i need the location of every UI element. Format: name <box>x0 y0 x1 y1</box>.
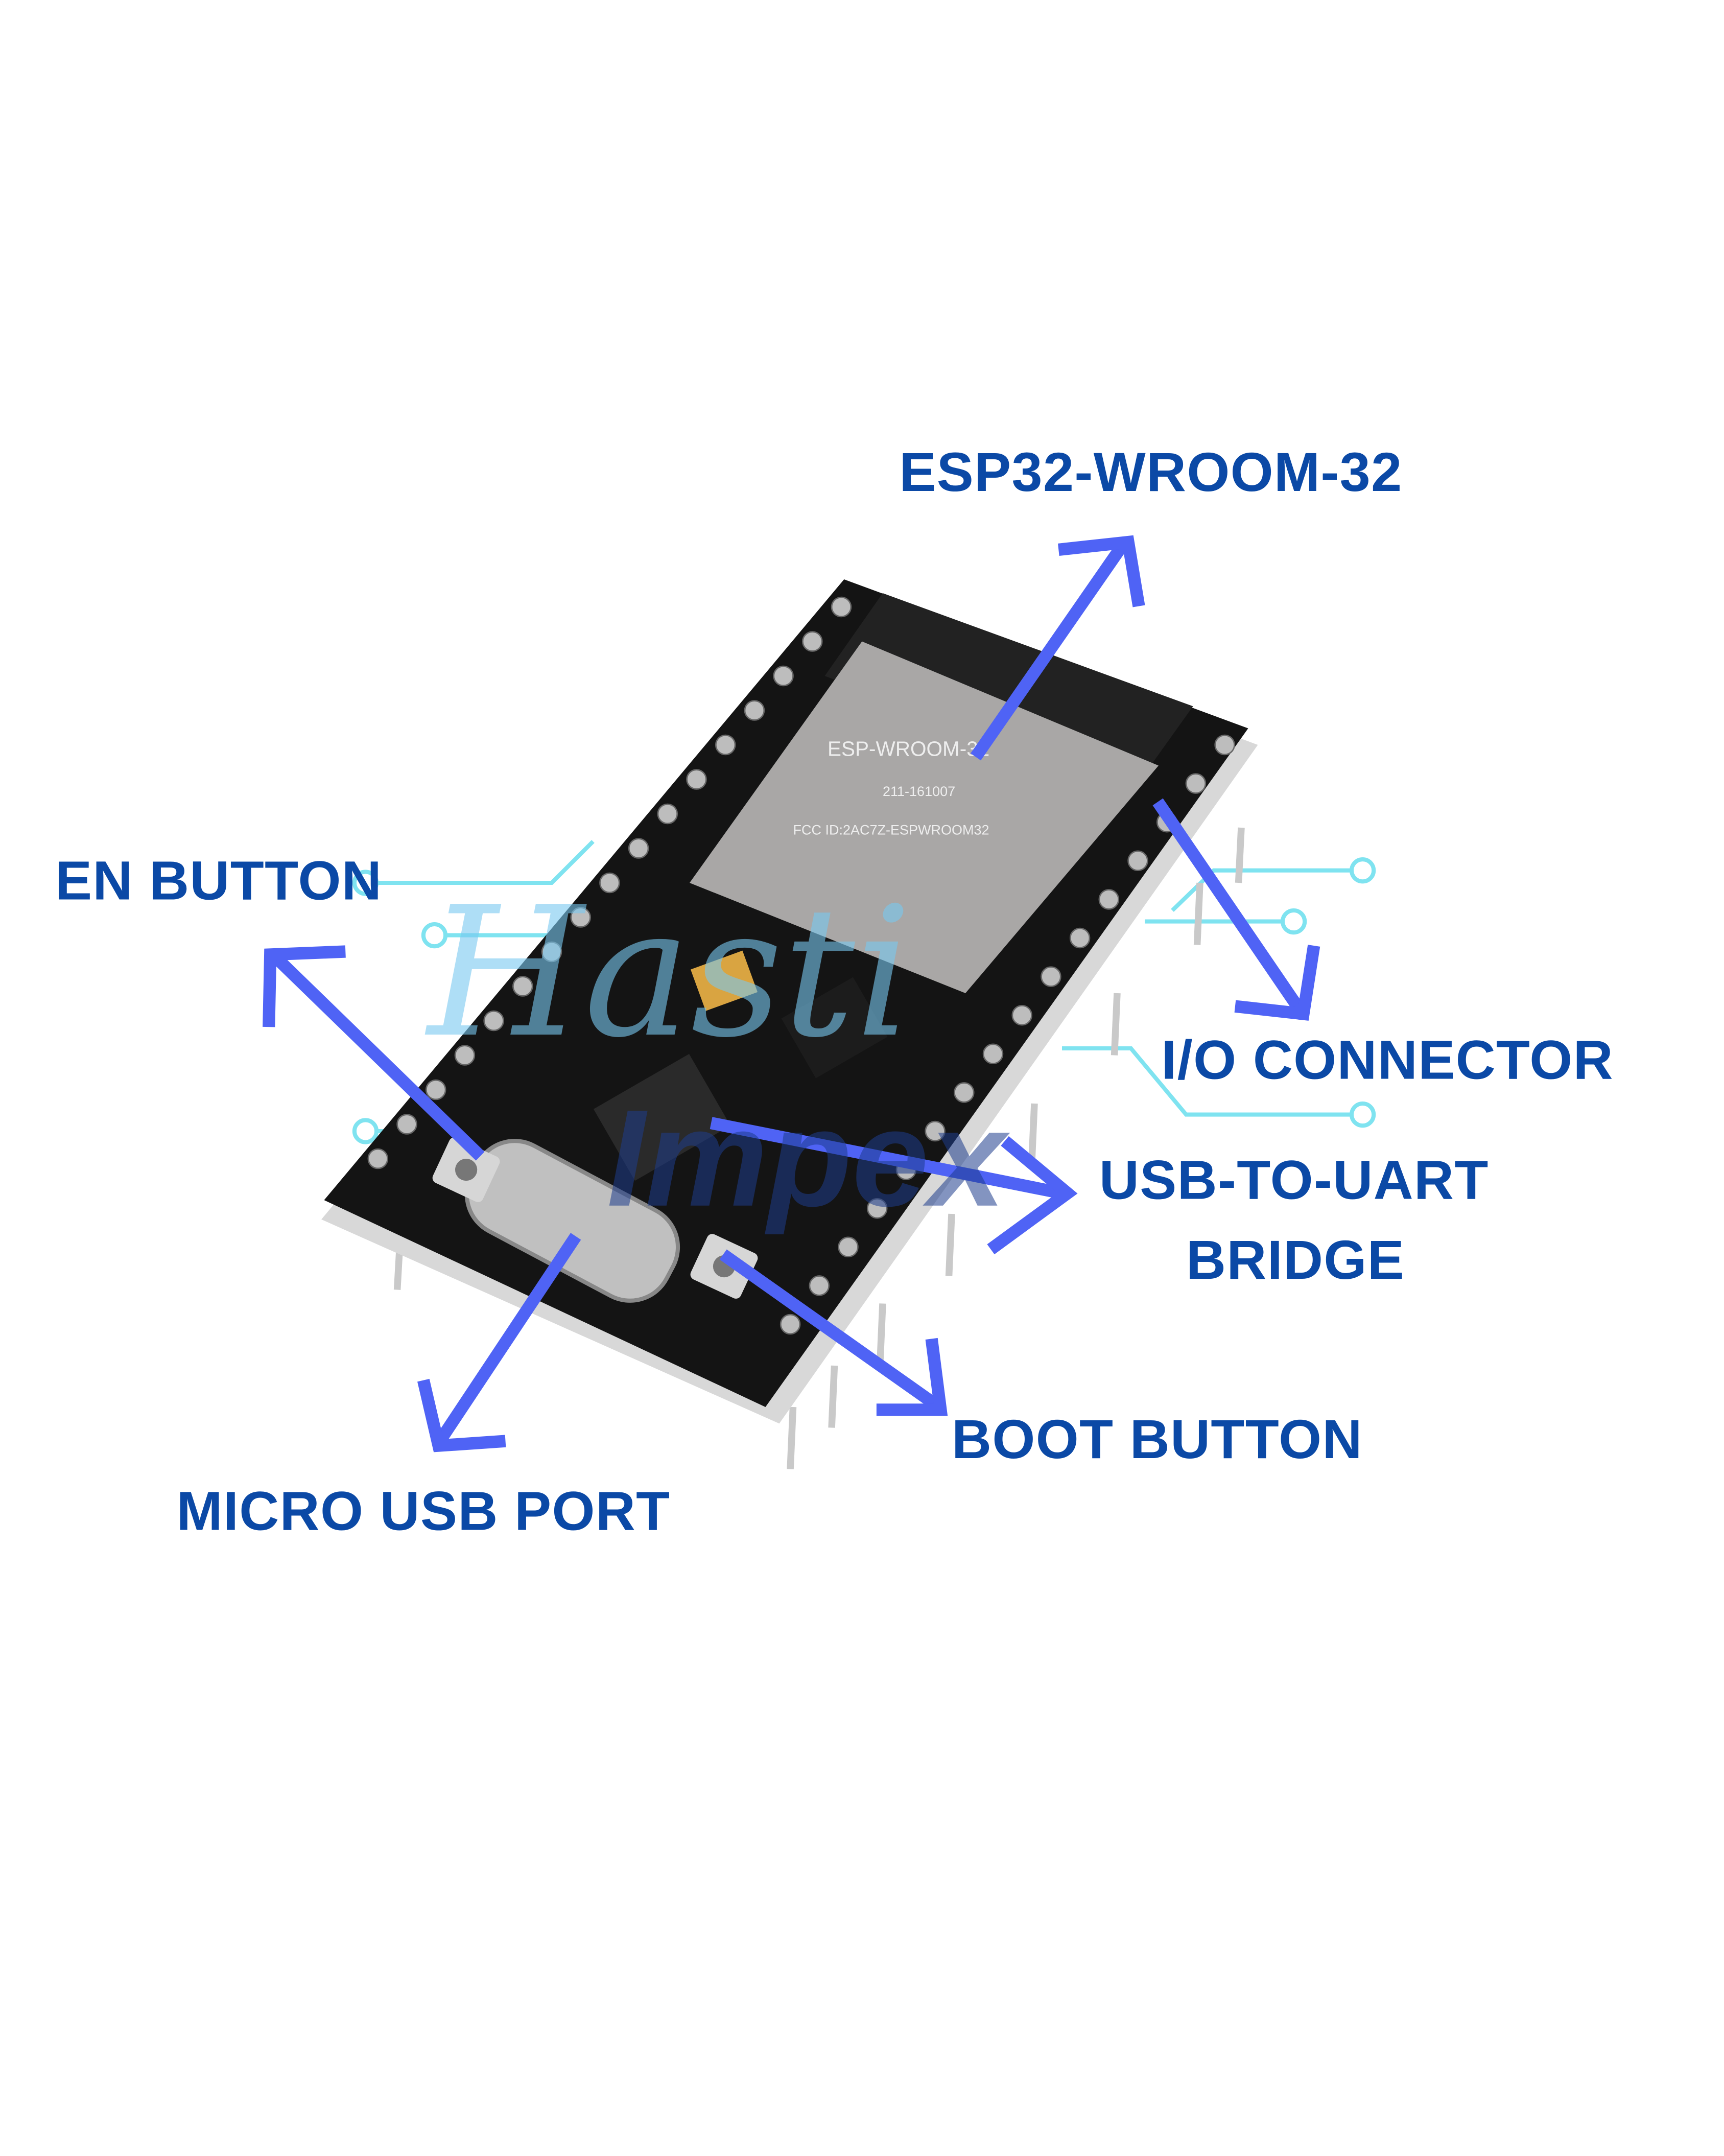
watermark-hasti: Hasti <box>428 868 912 1077</box>
esp32-module <box>690 641 1159 993</box>
label-esp32-module: ESP32-WROOM-32 <box>899 442 1403 504</box>
arrow-boot-button <box>719 1249 948 1416</box>
arrow-io-connector <box>1152 798 1320 1021</box>
label-usb-port: MICRO USB PORT <box>176 1481 671 1542</box>
module-name-marking: ESP-WROOM-32 <box>828 737 989 761</box>
arrow-module <box>971 535 1145 761</box>
fcc-id-marking: FCC ID:2AC7Z-ESPWROOM32 <box>793 823 989 838</box>
en-button-cap <box>455 1159 478 1181</box>
arrow-usb-port <box>417 1233 581 1452</box>
callout-arrows <box>263 535 1320 1452</box>
module-markings: ESP-WROOM-32 211-161007 FCC ID:2AC7Z-ESP… <box>793 737 990 838</box>
right-pin-row <box>780 734 1235 1335</box>
voltage-regulator <box>781 977 888 1079</box>
usb-uart-chip <box>593 1053 731 1181</box>
arrow-uart-bridge <box>710 1117 1078 1255</box>
arrow-en-button <box>263 945 485 1161</box>
label-en-button: EN BUTTON <box>55 851 383 912</box>
label-uart-bridge-line1: USB-TO-UART <box>1099 1150 1489 1211</box>
header-pins <box>393 827 1245 1469</box>
label-uart-bridge-line2: BRIDGE <box>1186 1230 1405 1292</box>
tantalum-capacitor <box>690 950 758 1011</box>
label-boot-button: BOOT BUTTON <box>952 1410 1363 1471</box>
label-io-connector: I/O CONNECTOR <box>1161 1030 1614 1091</box>
cert-marking: 211-161007 <box>883 784 955 799</box>
left-pin-row <box>367 596 852 1169</box>
watermark-impex: Impex <box>607 1081 1006 1236</box>
